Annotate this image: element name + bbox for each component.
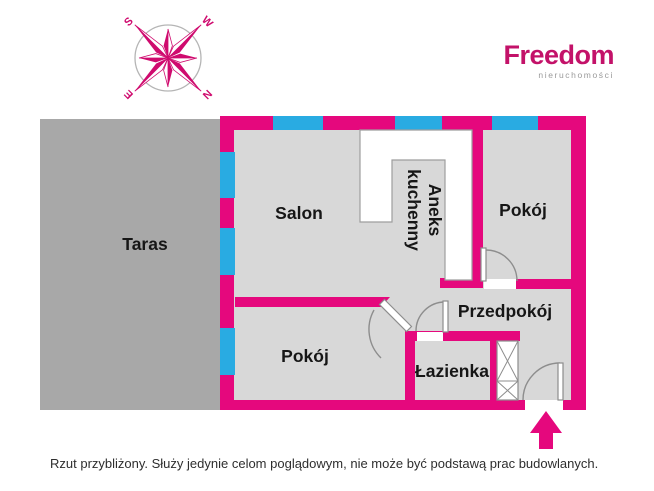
shaft — [496, 340, 519, 401]
room-label-room-top: Pokój — [499, 200, 547, 220]
wall-salon-bottomroom — [235, 297, 381, 307]
freedom-logo: Freedom nieruchomości — [503, 42, 614, 80]
kitchen-counter — [359, 129, 473, 281]
room-label-kitchen-line1: Aneks — [425, 184, 445, 237]
room-label-terrace: Taras — [122, 234, 168, 254]
door-threshold — [484, 279, 516, 289]
brand-tagline: nieruchomości — [538, 70, 614, 80]
door-arc — [415, 301, 446, 332]
door-arc — [485, 249, 518, 282]
room-label-hall: Przedpokój — [458, 301, 552, 321]
windows — [220, 116, 538, 375]
terrace-area — [40, 119, 220, 410]
room-label-room-bottom: Pokój — [281, 346, 329, 366]
window — [273, 116, 323, 130]
entrance-threshold — [525, 400, 563, 410]
door-arc — [522, 362, 561, 401]
door-threshold — [417, 332, 443, 341]
compass-letter-s: S — [122, 15, 136, 29]
door-leaf — [378, 298, 413, 333]
entrance-arrow — [530, 411, 562, 449]
wall-kitchen-stub — [440, 278, 483, 288]
disclaimer-text: Rzut przybliżony. Służy jedynie celom po… — [50, 456, 599, 471]
room-label-kitchen-line2: kuchenny — [404, 169, 424, 251]
wall-salon-room — [472, 130, 483, 288]
compass-letter-w: W — [199, 14, 215, 30]
compass-letter-e: E — [122, 87, 136, 101]
compass-rose: S W E N — [122, 14, 215, 101]
door-leaf — [557, 362, 564, 401]
doors — [368, 247, 564, 410]
wall-room-bath — [405, 341, 415, 400]
window — [220, 328, 235, 375]
room-label-bath: Łazienka — [415, 361, 489, 381]
wall-room-hall — [516, 279, 571, 289]
window — [492, 116, 538, 130]
wall-bath-shaft — [490, 341, 497, 400]
wall-hall-bath — [405, 331, 520, 341]
door-leaf — [480, 247, 487, 282]
window — [395, 116, 442, 130]
door-leaf — [442, 300, 449, 333]
window — [220, 228, 235, 275]
room-label-salon: Salon — [275, 203, 323, 223]
compass-star — [134, 24, 202, 92]
compass-letter-n: N — [200, 87, 214, 101]
compass-ring — [134, 24, 202, 92]
brand-name: Freedom — [503, 40, 614, 70]
window — [220, 152, 235, 198]
shaft-cross-lines — [496, 340, 519, 401]
door-arc — [368, 309, 382, 359]
